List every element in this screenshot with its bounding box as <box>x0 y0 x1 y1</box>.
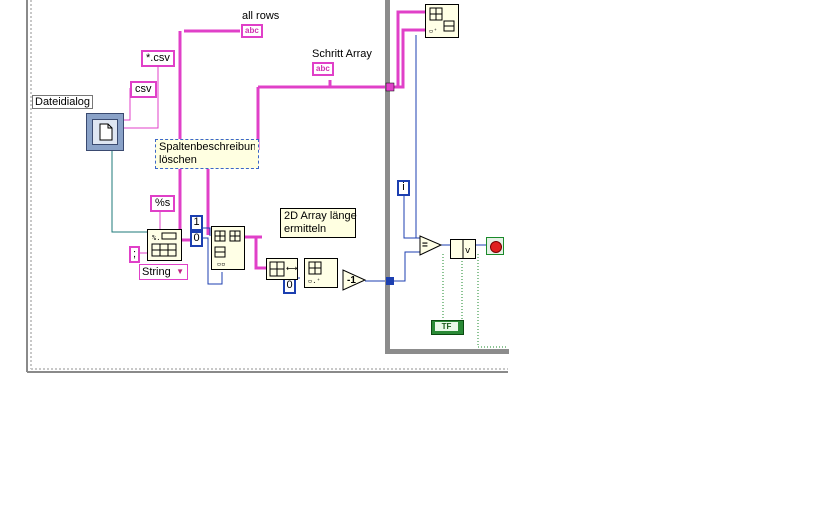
comment-spalten-line2: löschen <box>159 154 197 166</box>
numeric-constant-one[interactable]: 1 <box>190 215 203 231</box>
equal-node[interactable] <box>419 235 443 256</box>
tunnel-string <box>385 82 395 92</box>
comment-array-line1: 2D Array länge <box>284 210 357 222</box>
comment-array-line2: ermitteln <box>284 223 327 235</box>
file-dialog-icon <box>92 119 118 145</box>
numeric-wires <box>203 35 486 285</box>
label-dateidialog: Dateidialog <box>32 95 94 109</box>
csv-wildcard-constant[interactable]: *.csv <box>141 50 175 67</box>
tunnel-numeric <box>386 277 394 285</box>
comment-spaltenbeschreibung[interactable]: Spaltenbeschreibung löschen <box>155 139 259 169</box>
stop-icon <box>490 241 502 253</box>
index-array-node[interactable]: ▫.⁺ <box>304 258 338 288</box>
svg-text:v: v <box>465 246 471 256</box>
decrement-node[interactable] <box>342 269 367 291</box>
dropdown-arrow-icon: ▼ <box>176 267 184 276</box>
or-node[interactable]: v <box>450 239 476 259</box>
array-subset-icon: ▫▫ <box>214 230 241 268</box>
decrement-label: -1 <box>347 275 356 286</box>
svg-text:⟷: ⟷ <box>286 264 297 273</box>
boolean-constant-label: TF <box>435 322 458 331</box>
file-path-wire <box>111 150 147 233</box>
equal-label: = <box>422 240 428 251</box>
outer-frame <box>26 0 508 373</box>
or-gate-icon: v <box>462 240 471 258</box>
spreadsheet-to-array-icon: %. <box>151 232 177 257</box>
label-all-rows: all rows <box>242 10 280 22</box>
format-constant[interactable]: %s <box>150 195 176 212</box>
loop-iteration-terminal: i <box>397 180 410 196</box>
label-schritt-array: Schritt Array <box>312 48 372 60</box>
while-loop-frame <box>385 0 509 354</box>
svg-text:▫▫: ▫▫ <box>217 260 225 268</box>
array-size-node[interactable]: ⟷ <box>266 258 298 280</box>
type-ring[interactable]: String ▼ <box>139 264 188 280</box>
index-array-icon: ▫.⁺ <box>308 261 322 285</box>
svg-text:▫⁺: ▫⁺ <box>429 27 437 35</box>
schritt-array-indicator[interactable]: abc <box>312 62 334 76</box>
loop-index-array-node[interactable]: ▫⁺ <box>425 4 459 38</box>
numeric-constant-zero-b[interactable]: 0 <box>283 278 296 294</box>
numeric-constant-zero-a[interactable]: 0 <box>190 231 203 247</box>
comment-array-laenge[interactable]: 2D Array länge ermitteln <box>280 208 357 238</box>
file-dialog-node[interactable] <box>86 113 124 151</box>
type-ring-value: String <box>142 266 171 278</box>
spreadsheet-to-array-node[interactable]: %. <box>147 229 182 261</box>
boolean-constant[interactable]: TF <box>431 320 464 335</box>
stop-terminal[interactable] <box>486 237 504 255</box>
csv-constant[interactable]: csv <box>130 81 157 98</box>
comment-spalten-line1: Spaltenbeschreibung <box>159 141 255 153</box>
array-size-icon: ⟷ <box>269 261 297 277</box>
svg-text:%.: %. <box>152 234 160 242</box>
loop-array-icon: ▫⁺ <box>429 7 455 35</box>
delimiter-constant[interactable]: ; <box>129 246 141 263</box>
all-rows-indicator[interactable]: abc <box>241 24 263 38</box>
delete-from-array-node[interactable]: ▫▫ <box>211 226 245 270</box>
svg-text:▫.⁺: ▫.⁺ <box>308 277 321 285</box>
boolean-wires <box>442 254 508 348</box>
